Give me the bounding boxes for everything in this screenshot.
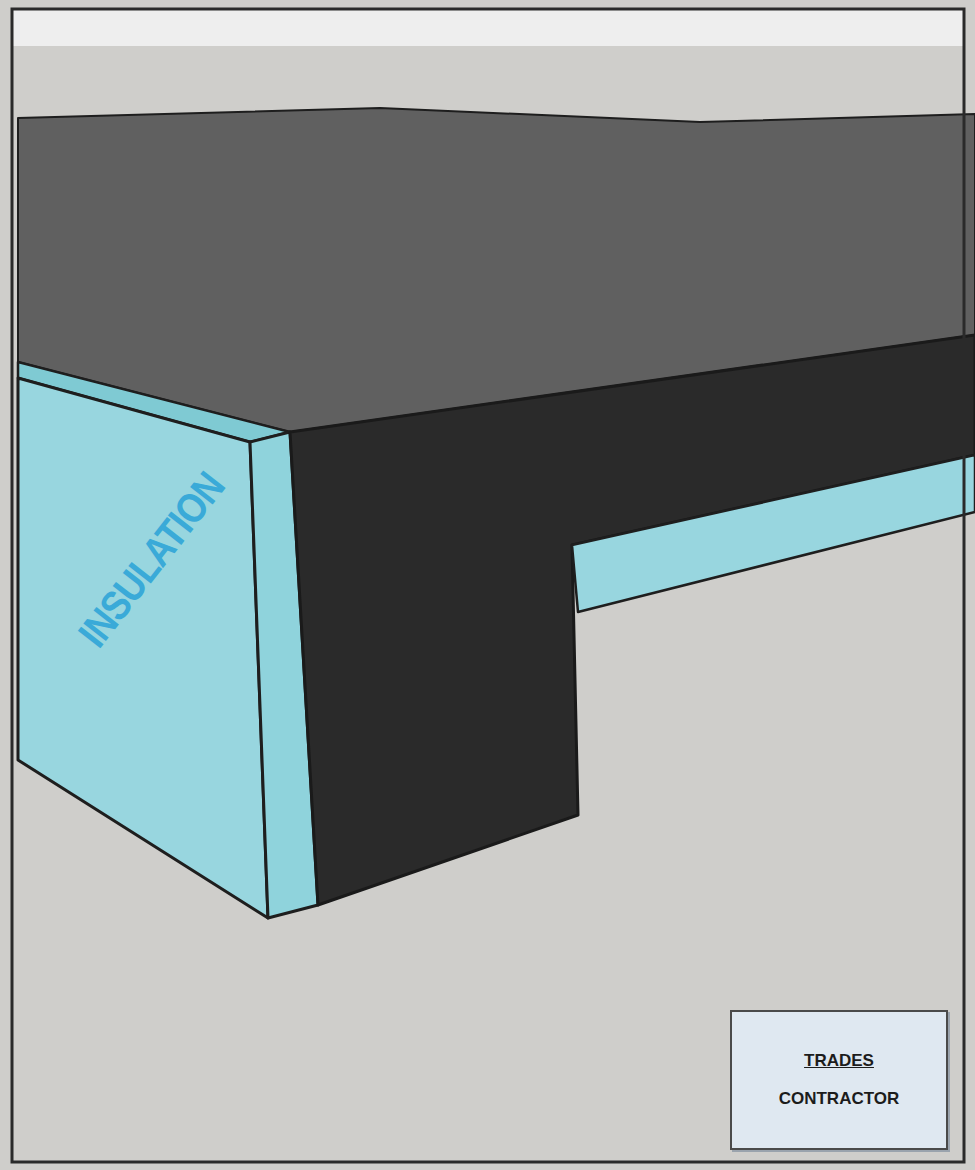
frame	[12, 9, 964, 1162]
slab-front-face	[290, 335, 975, 905]
top-strip	[12, 10, 964, 46]
insulation-underside	[572, 455, 975, 612]
box-body: CONTRACTOR	[779, 1089, 900, 1109]
contractor-box: TRADES CONTRACTOR	[730, 1010, 948, 1150]
insulation-face	[18, 378, 268, 918]
box-heading: TRADES	[804, 1051, 874, 1071]
